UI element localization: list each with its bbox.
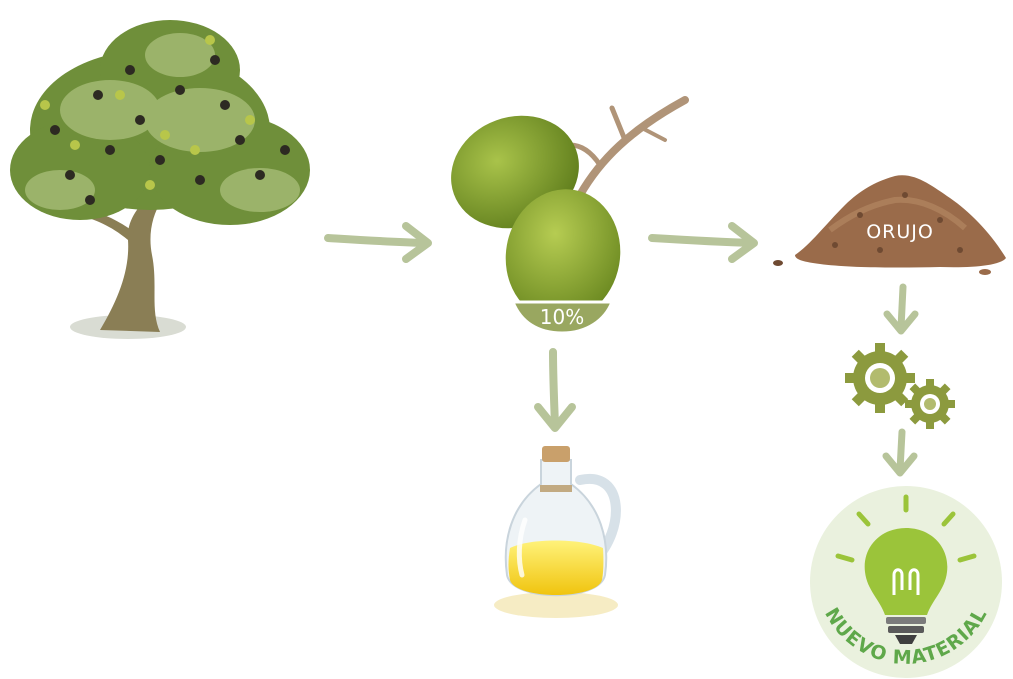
gears-icon <box>845 343 955 429</box>
pomace-pile-icon: ORUJO <box>773 175 1006 275</box>
pomace-label: ORUJO <box>866 221 934 243</box>
percent-label: 10% <box>540 305 584 329</box>
arrow-olives-to-pomace <box>652 226 754 259</box>
arrow-gears-to-bulb <box>886 432 914 473</box>
arrow-olives-to-oil <box>538 352 572 428</box>
green-olives-icon: 10% <box>435 98 685 333</box>
olive-oil-jug-icon <box>494 446 618 618</box>
olive-tree-icon <box>10 20 310 339</box>
arrow-pomace-to-gears <box>887 287 915 331</box>
arrow-tree-to-olives <box>328 226 428 259</box>
